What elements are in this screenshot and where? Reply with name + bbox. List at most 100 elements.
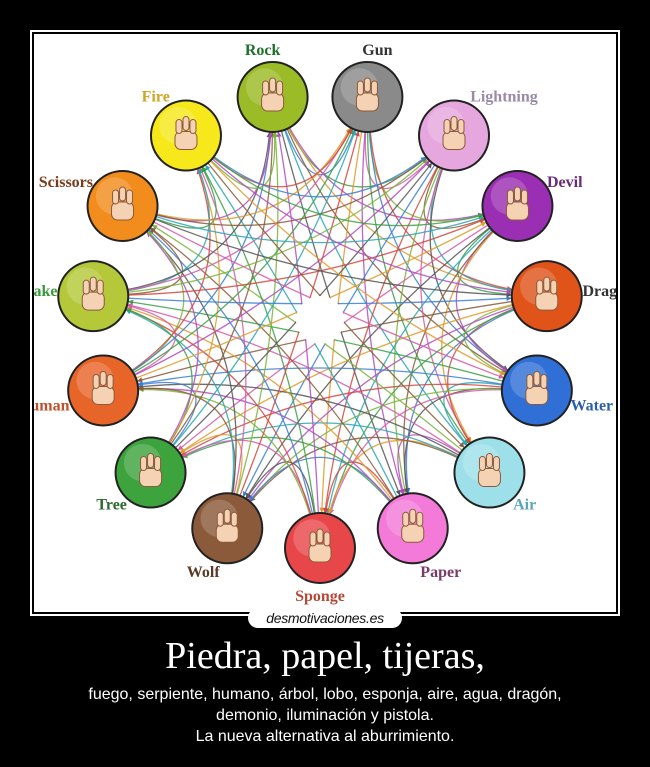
- beats-arrow: [126, 132, 272, 291]
- beats-arrow: [328, 308, 516, 515]
- gesture-label: Dragon: [583, 283, 617, 300]
- gesture-node-dragon: Dragon: [510, 260, 617, 333]
- beats-arrow: [429, 167, 509, 371]
- beats-arrow: [126, 158, 428, 294]
- poster-image: Rock GunLightningDevilDragonWaterAirPaper…: [34, 34, 616, 612]
- caption-title: Piedra, papel, tijeras,: [165, 635, 485, 677]
- beats-arrow: [147, 231, 237, 495]
- gesture-node-paper: Paper: [376, 492, 461, 581]
- beats-arrow: [132, 129, 354, 374]
- gesture-nodes: Rock GunLightningDevilDragonWaterAirPaper…: [34, 42, 616, 605]
- beats-arrow: [127, 228, 184, 295]
- snake-hand-icon: [81, 276, 105, 311]
- beats-arrow: [364, 130, 430, 190]
- beats-arrow: [202, 166, 316, 515]
- beats-arrow: [250, 436, 459, 502]
- caption-line: fuego, serpiente, humano, árbol, lobo, e…: [88, 686, 562, 703]
- flat-hand-icon: [401, 508, 425, 543]
- beats-arrow: [443, 382, 504, 446]
- beats-arrow: [423, 165, 485, 229]
- beats-arrow: [236, 132, 279, 496]
- sponge-hand-icon: [308, 528, 332, 563]
- gesture-label: Fire: [142, 89, 170, 106]
- beats-arrow: [369, 130, 513, 292]
- caption-body: fuego, serpiente, humano, árbol, lobo, e…: [30, 684, 620, 747]
- dragon-hand-icon: [535, 276, 559, 311]
- beats-arrow: [323, 461, 395, 514]
- gesture-label: Lightning: [470, 89, 538, 106]
- beats-arrow: [403, 229, 495, 494]
- gesture-label: Air: [513, 497, 536, 514]
- beats-arrow: [154, 215, 484, 244]
- devil-horns-hand-icon: [505, 186, 529, 221]
- beats-arrow: [405, 308, 516, 494]
- gesture-label: Human: [34, 397, 70, 414]
- gesture-node-scissors: Scissors: [39, 170, 159, 242]
- gesture-label: Water: [571, 397, 614, 414]
- beats-arrow: [329, 389, 503, 515]
- beats-arrow: [127, 304, 177, 376]
- beats-arrow: [131, 132, 273, 373]
- beats-arrow: [154, 166, 217, 229]
- beats-arrow: [179, 303, 514, 453]
- beats-arrow: [246, 461, 316, 515]
- gesture-node-sponge: Sponge: [284, 512, 356, 605]
- beats-arrow: [153, 218, 512, 298]
- beats-arrow: [457, 226, 512, 297]
- gesture-label: Paper: [420, 564, 461, 581]
- beats-arrow: [127, 303, 462, 455]
- beats-arrow: [138, 386, 392, 503]
- beats-arrow: [322, 165, 439, 514]
- beats-arrow: [420, 167, 471, 443]
- beats-arrow: [245, 226, 491, 499]
- beats-arrow: [150, 227, 396, 500]
- gesture-label: Sponge: [295, 588, 345, 605]
- fist-hand-icon: [261, 77, 285, 112]
- beats-arrow: [441, 230, 495, 443]
- gesture-node-lightning: Lightning: [418, 89, 538, 172]
- beats-arrow: [146, 231, 199, 444]
- gesture-label: Tree: [96, 497, 127, 514]
- beats-arrow: [182, 436, 391, 504]
- beats-arrow: [368, 130, 508, 372]
- beats-arrow: [133, 160, 430, 377]
- gesture-node-human: Human: [34, 354, 140, 427]
- gesture-node-devil: Devil: [481, 170, 583, 242]
- beats-arrow: [212, 156, 484, 227]
- thumbs-down-hand-icon: [139, 453, 163, 488]
- beats-arrow: [397, 434, 462, 495]
- beats-arrow: [249, 388, 503, 502]
- finger-gun-hand-icon: [355, 77, 379, 112]
- beats-arrow: [172, 129, 357, 448]
- gesture-label: Rock: [245, 42, 281, 59]
- beats-arrow: [155, 127, 351, 221]
- beats-arrow: [138, 387, 311, 516]
- beats-arrow: [180, 434, 243, 496]
- three-fingers-hand-icon: [174, 116, 198, 151]
- air-hand-icon: [477, 453, 501, 488]
- beats-arrow: [212, 155, 426, 198]
- beats-arrow: [137, 367, 504, 386]
- beats-arrow: [127, 218, 485, 296]
- beats-arrow: [182, 422, 460, 459]
- gesture-label: Scissors: [39, 174, 93, 191]
- beats-arrow: [287, 126, 513, 292]
- gesture-label: Gun: [362, 42, 392, 59]
- beats-arrow: [283, 128, 467, 446]
- beats-arrow: [284, 128, 356, 176]
- beats-arrow: [209, 159, 506, 376]
- gesture-label: Wolf: [187, 564, 221, 581]
- gesture-node-wolf: Wolf: [187, 492, 264, 581]
- beats-arrow: [125, 309, 235, 495]
- lightning-hand-icon: [442, 116, 466, 151]
- gesture-label: Snake: [34, 283, 58, 300]
- wolf-hand-icon: [215, 508, 239, 543]
- beats-arrow: [209, 132, 278, 189]
- gesture-node-water: Water: [500, 354, 614, 427]
- rps15-diagram: Rock GunLightningDevilDragonWaterAirPaper…: [34, 42, 616, 605]
- beats-arrow: [130, 168, 211, 372]
- gesture-label: Devil: [547, 174, 583, 191]
- water-hand-icon: [525, 370, 549, 405]
- beats-arrow: [463, 304, 515, 375]
- beats-arrow: [361, 130, 404, 495]
